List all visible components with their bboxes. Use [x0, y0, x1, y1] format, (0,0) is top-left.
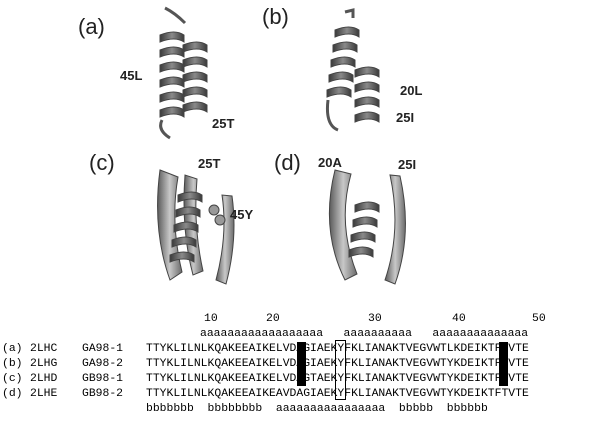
- panel-label-b: (b): [262, 4, 289, 29]
- residue-label-d2: 25I: [398, 157, 417, 172]
- panel-label-c: (c): [89, 150, 115, 175]
- highlight-position-45: [499, 342, 508, 386]
- highlight-position-20: [297, 342, 306, 386]
- row-sequence: TTYKLILNLKQAKEEAIKELVDAGIAEKYFKLIANAKTVE…: [146, 343, 529, 355]
- row-pdb: 2LHD: [30, 373, 58, 385]
- residue-label-c2: 45Y: [230, 207, 254, 222]
- structure-figures: [157, 6, 406, 285]
- secondary-structure-bottom: bbbbbbb bbbbbbbb aaaaaaaaaaaaaaaa bbbbb …: [146, 403, 488, 415]
- row-panel: (c): [2, 373, 23, 385]
- row-pdb: 2LHG: [30, 358, 58, 370]
- row-pdb: 2LHE: [30, 388, 58, 400]
- ruler-50: 50: [532, 313, 546, 325]
- row-panel: (b): [2, 358, 23, 370]
- residue-label-d1: 20A: [318, 155, 342, 170]
- ruler-10: 10: [204, 313, 218, 325]
- residue-label-a1: 45L: [120, 68, 143, 83]
- residue-label-b2: 25I: [396, 110, 415, 125]
- ruler-20: 20: [266, 313, 280, 325]
- protein-structure-c: [157, 169, 235, 285]
- row-pdb: 2LHC: [30, 343, 58, 355]
- residue-label-c1: 25T: [198, 156, 221, 171]
- ruler-30: 30: [368, 313, 382, 325]
- row-panel: (a): [2, 343, 23, 355]
- protein-structure-b: [326, 8, 380, 132]
- row-sequence: TTYKLILNLKQAKEEAIKEAVDAGIAEKYFKLIANAKTVE…: [146, 388, 529, 400]
- panel-label-d: (d): [274, 150, 301, 175]
- row-sequence: TTYKLILNLKQAKEEAIKELVDAGTAEKYFKLIANAKTVE…: [146, 373, 529, 385]
- row-sequence: TTYKLILNLKQAKEEAIKELVDAGIAEKYFKLIANAKTVE…: [146, 358, 529, 370]
- panel-label-a: (a): [78, 14, 105, 39]
- highlight-position-25: [335, 340, 346, 400]
- ruler-40: 40: [452, 313, 466, 325]
- residue-label-b1: 20L: [400, 83, 423, 98]
- row-name: GA98-1: [82, 343, 124, 355]
- row-name: GB98-2: [82, 388, 124, 400]
- row-name: GA98-2: [82, 358, 124, 370]
- secondary-structure-top: aaaaaaaaaaaaaaaaaa aaaaaaaaaa aaaaaaaaaa…: [200, 328, 529, 340]
- protein-structure-a: [159, 6, 208, 140]
- row-panel: (d): [2, 388, 23, 400]
- row-name: GB98-1: [82, 373, 124, 385]
- residue-label-a2: 25T: [212, 116, 235, 131]
- protein-structure-d: [328, 169, 406, 285]
